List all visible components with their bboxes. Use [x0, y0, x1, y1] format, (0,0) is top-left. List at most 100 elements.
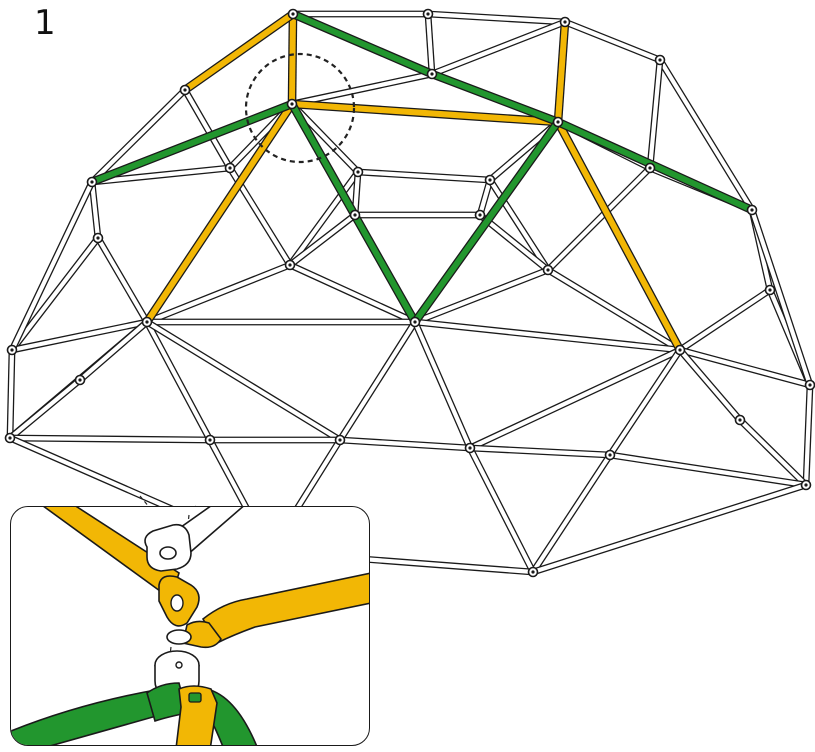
- white-tube: [89, 181, 101, 239]
- white-tube: [431, 20, 566, 76]
- white-tube: [468, 447, 535, 573]
- white-tube: [678, 348, 742, 422]
- yellow-flange-slot: [166, 629, 192, 645]
- white-tube: [469, 445, 611, 458]
- white-tube: [11, 319, 148, 353]
- white-tube: [96, 236, 149, 324]
- bolt-dot: [90, 180, 94, 184]
- bolt-dot: [208, 438, 212, 442]
- dashed-circle-callout-icon: [244, 52, 356, 164]
- yellow-tube: [555, 120, 683, 352]
- yellow-tab-hole: [170, 594, 184, 612]
- white-tube: [469, 348, 681, 450]
- bolt-dot: [96, 236, 100, 240]
- white-tube: [414, 268, 549, 324]
- bolt-dot: [8, 436, 12, 440]
- bolt-dot: [10, 348, 14, 352]
- connector-joints: [4, 8, 815, 578]
- bolt-dot: [478, 213, 482, 217]
- white-tube: [678, 288, 772, 352]
- bolt-dot: [488, 178, 492, 182]
- bolt-dot: [413, 320, 417, 324]
- white-tube: [91, 165, 231, 185]
- white-tube: [338, 320, 417, 442]
- bolt-dot: [78, 378, 82, 382]
- connector-detail-inset: [10, 506, 370, 746]
- yellow-tube: [183, 11, 295, 93]
- white-tube: [183, 88, 232, 170]
- bolt-dot: [768, 288, 772, 292]
- white-tube: [546, 166, 652, 272]
- white-tube: [414, 319, 681, 353]
- white-tube: [339, 437, 471, 451]
- white-tube: [477, 179, 493, 216]
- green-tube: [556, 119, 754, 213]
- white-tube: [658, 58, 754, 212]
- bolt-dot: [563, 20, 567, 24]
- green-tube: [291, 11, 434, 77]
- bolt-dot: [353, 213, 357, 217]
- bolt-dot: [183, 88, 187, 92]
- yellow-tube-slot: [188, 692, 202, 703]
- white-tube: [427, 11, 566, 25]
- white-tube: [288, 170, 360, 267]
- yellow-tube: [291, 101, 559, 125]
- white-tube: [10, 236, 100, 352]
- green-tube-left: [11, 688, 168, 745]
- white-tube: [803, 384, 813, 486]
- bolt-dot: [546, 268, 550, 272]
- white-tube: [9, 435, 211, 443]
- yellow-tube-lower: [175, 685, 218, 745]
- white-tube: [291, 71, 433, 107]
- white-tube: [546, 268, 682, 352]
- bolt-dot: [678, 348, 682, 352]
- yellow-tube: [289, 13, 296, 105]
- bolt-dot: [556, 120, 560, 124]
- white-tube: [608, 348, 682, 457]
- white-tube: [531, 453, 612, 574]
- bolt-dot: [426, 12, 430, 16]
- white-tube: [488, 178, 550, 272]
- white-tube: [145, 321, 212, 441]
- white-tube: [78, 320, 149, 382]
- bracket-hole: [159, 546, 177, 560]
- yellow-tube: [555, 21, 568, 123]
- bolt-dot: [608, 453, 612, 457]
- bolt-dot: [288, 263, 292, 267]
- white-tube: [679, 347, 811, 388]
- bolt-dot: [531, 570, 535, 574]
- green-tube: [412, 120, 561, 324]
- yellow-end-flange: [182, 620, 222, 649]
- white-tube: [7, 349, 15, 439]
- bolt-dot: [356, 170, 360, 174]
- bolt-dot: [804, 483, 808, 487]
- white-tube: [532, 482, 807, 575]
- white-frame-tubes: [6, 10, 814, 576]
- bolt-dot: [145, 320, 149, 324]
- yellow-tube-upper: [43, 507, 180, 601]
- connector-detail-icon: [11, 507, 369, 745]
- white-tube: [8, 378, 82, 440]
- white-tube: [413, 321, 472, 449]
- yellow-tube: [144, 102, 295, 324]
- white-tube: [609, 452, 807, 488]
- bolt-dot: [290, 102, 294, 106]
- bolt-dot: [228, 166, 232, 170]
- white-tube: [750, 209, 812, 386]
- white-tube: [564, 20, 661, 62]
- bolt-dot: [468, 446, 472, 450]
- white-tube: [647, 59, 663, 169]
- green-tube: [90, 101, 294, 185]
- yellow-tube-right: [201, 572, 369, 645]
- white-tube: [145, 320, 342, 442]
- step-number: 1: [34, 3, 56, 43]
- bolt-cap-center: [175, 661, 183, 669]
- bolt-dot: [808, 383, 812, 387]
- bolt-dot: [738, 418, 742, 422]
- white-tube: [10, 181, 94, 351]
- white-tube: [478, 213, 550, 272]
- bolt-dot: [338, 438, 342, 442]
- white-tube: [90, 88, 187, 184]
